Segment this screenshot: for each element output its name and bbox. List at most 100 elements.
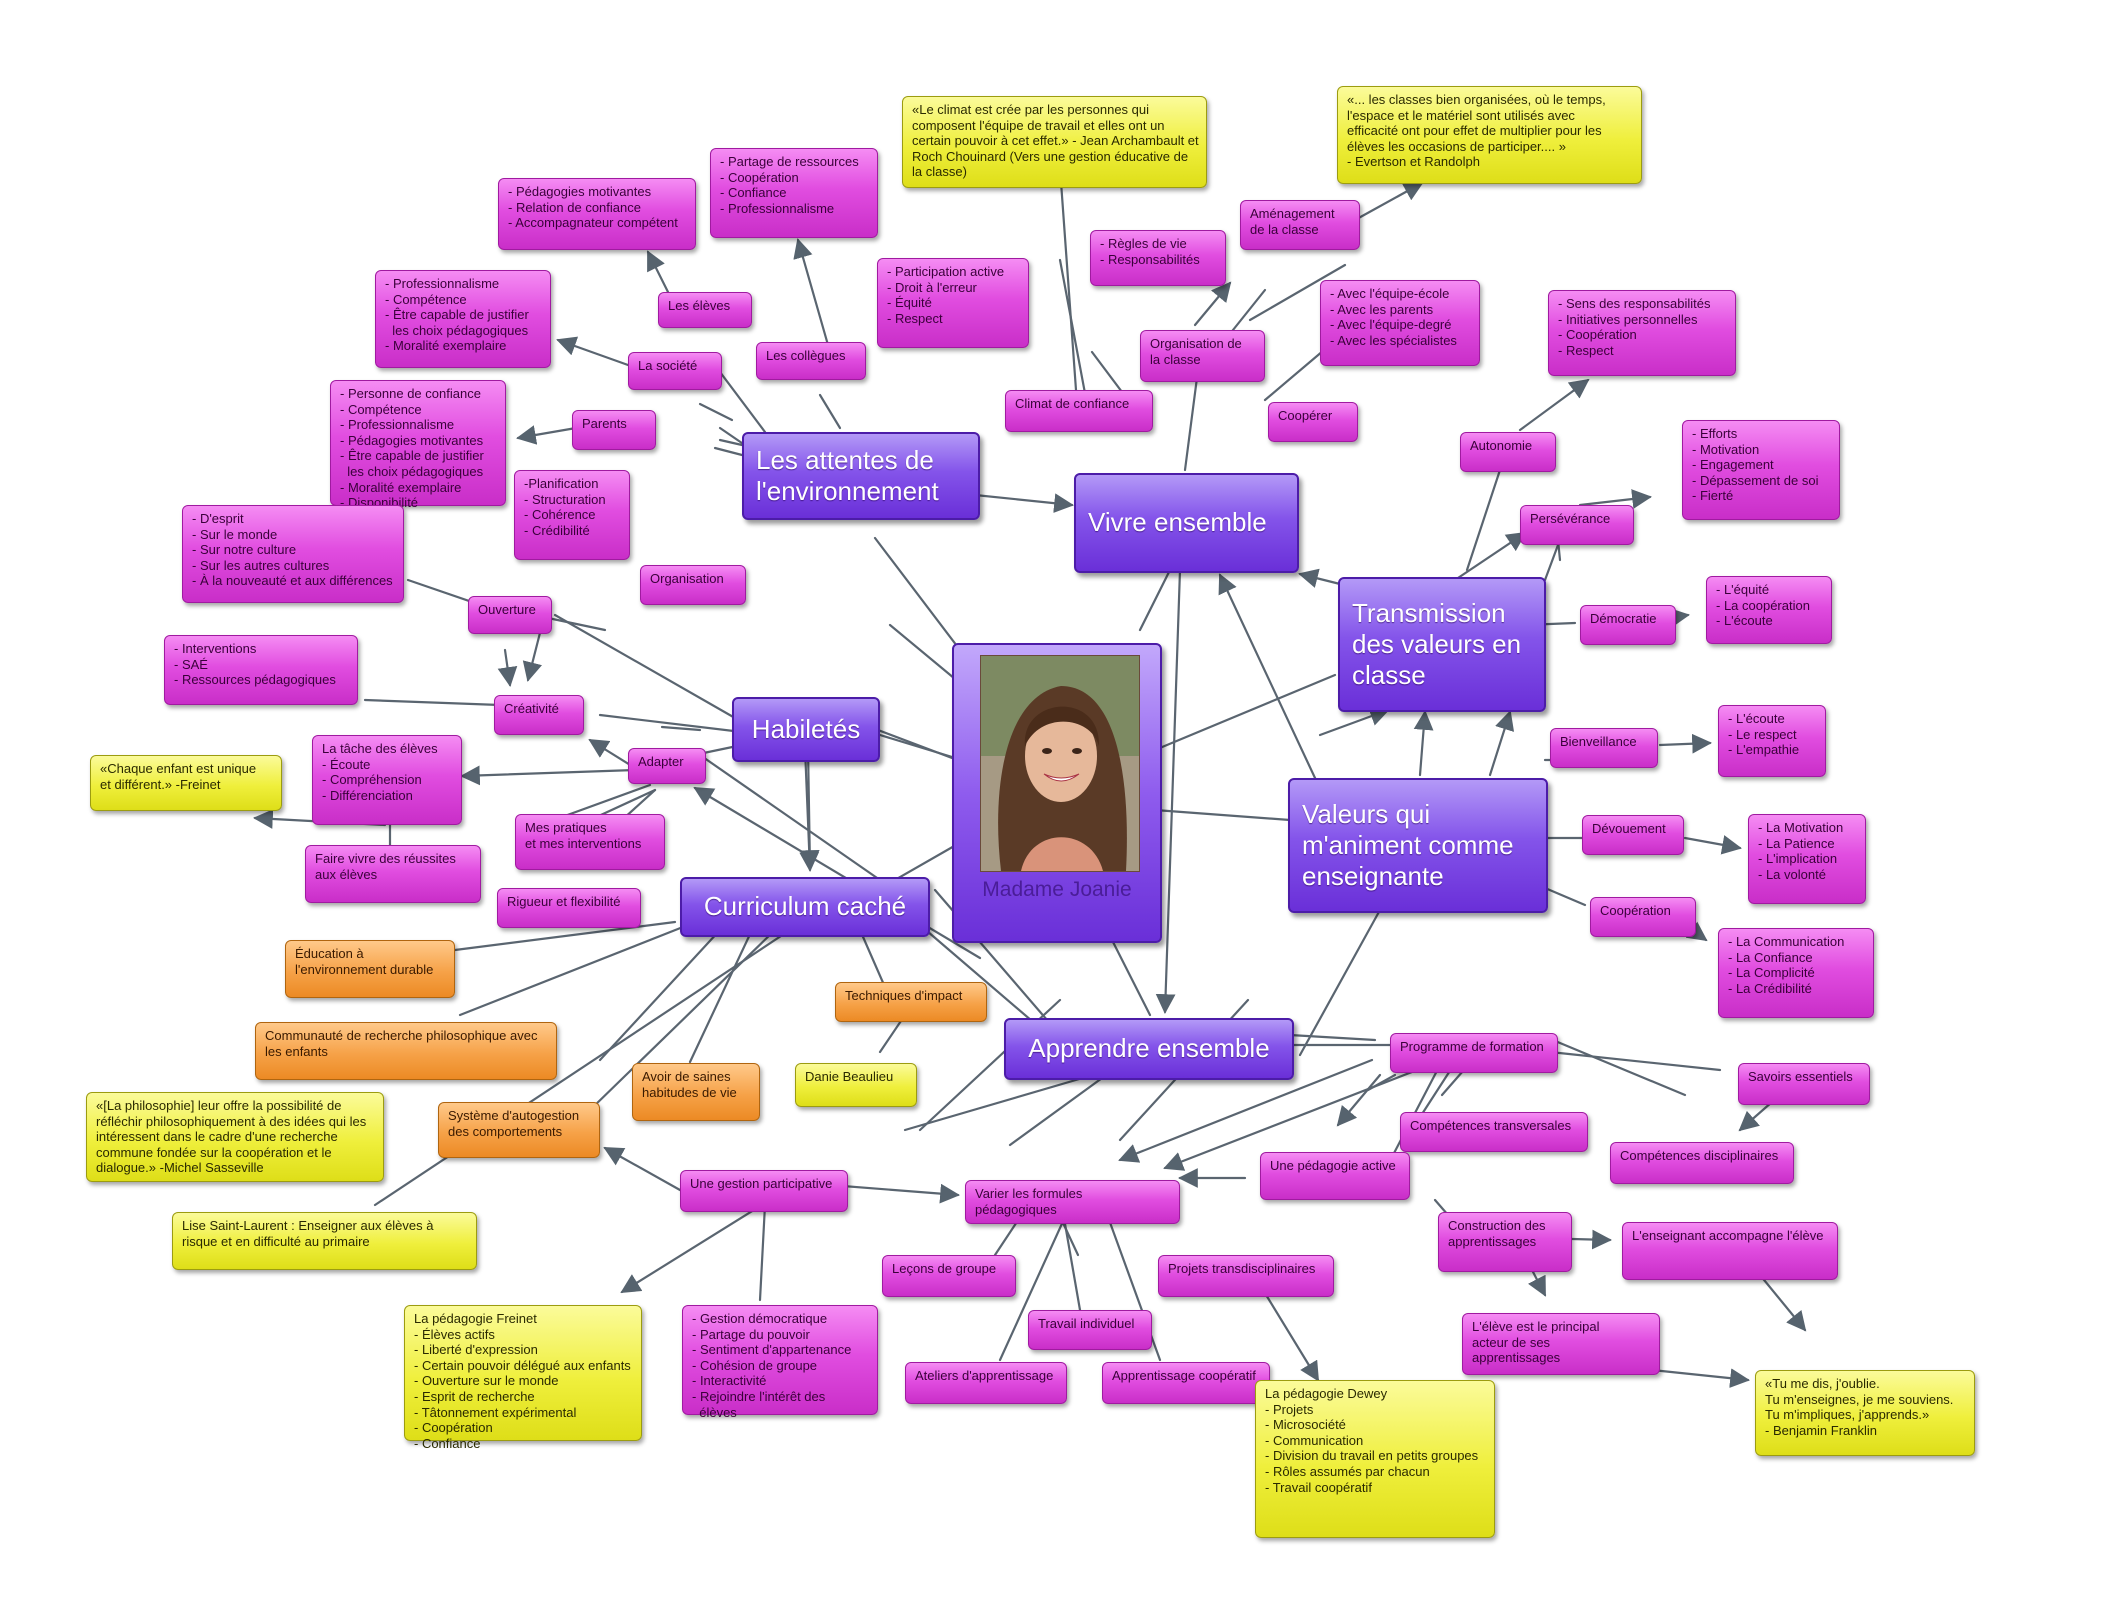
- text-line: - L'équité: [1716, 582, 1770, 597]
- leaf-apprentissage-cooperatif[interactable]: Apprentissage coopératif: [1102, 1362, 1270, 1404]
- leaf-professionnalisme[interactable]: - Professionnalisme - Compétence - Être …: [375, 270, 551, 368]
- main-node-transmission[interactable]: Transmission des valeurs en classe: [1338, 577, 1546, 712]
- leaf-devouement[interactable]: Dévouement: [1582, 815, 1684, 855]
- leaf-ecoute[interactable]: - L'écoute - Le respect - L'empathie: [1718, 705, 1826, 777]
- leaf-esprit[interactable]: - D'esprit - Sur le monde - Sur notre cu…: [182, 505, 404, 603]
- leaf-enseignant-accompagne[interactable]: L'enseignant accompagne l'élève: [1622, 1222, 1838, 1280]
- text-line: - Confiance: [414, 1435, 481, 1451]
- text-line: - Sur les autres cultures: [192, 557, 330, 573]
- text-line: L'élève est le principal: [1472, 1319, 1600, 1334]
- leaf-competences-transversales[interactable]: Compétences transversales: [1400, 1112, 1588, 1152]
- leaf-pedagogie-freinet[interactable]: La pédagogie Freinet - Élèves actifs - L…: [404, 1305, 642, 1451]
- leaf-personne-confiance[interactable]: - Personne de confiance - Compétence - P…: [330, 380, 506, 510]
- text-line: - L'empathie: [1728, 742, 1800, 758]
- leaf-equite[interactable]: - L'équité - La coopération - L'écoute: [1706, 576, 1832, 644]
- leaf-efforts[interactable]: - Efforts - Motivation - Engagement - Dé…: [1682, 420, 1840, 520]
- leaf-partage-ressources[interactable]: - Partage de ressources - Coopération - …: [710, 148, 878, 238]
- text-line: Une pédagogie active: [1270, 1158, 1396, 1173]
- leaf-la-societe[interactable]: La société: [628, 352, 722, 390]
- leaf-cooperation[interactable]: Coopération: [1590, 897, 1696, 937]
- main-node-curriculum[interactable]: Curriculum caché: [680, 877, 930, 937]
- main-node-vivre-ensemble[interactable]: Vivre ensemble: [1074, 473, 1299, 573]
- leaf-autonomie[interactable]: Autonomie: [1460, 432, 1556, 472]
- leaf-gestion-participative[interactable]: Une gestion participative: [680, 1170, 848, 1212]
- leaf-faire-vivre[interactable]: Faire vivre des réussites aux élèves: [305, 845, 481, 903]
- leaf-organisation[interactable]: Organisation: [640, 565, 746, 605]
- leaf-climat-confiance[interactable]: Climat de confiance: [1005, 390, 1153, 432]
- leaf-travail-individuel[interactable]: Travail individuel: [1028, 1310, 1152, 1350]
- leaf-systeme-autogestion[interactable]: Système d'autogestion des comportements: [438, 1102, 600, 1158]
- leaf-lecons-groupe[interactable]: Leçons de groupe: [882, 1255, 1016, 1297]
- leaf-planification[interactable]: -Planification - Structuration - Cohéren…: [514, 470, 630, 560]
- text-line: Les collègues: [766, 348, 846, 363]
- leaf-saines-habitudes[interactable]: Avoir de saines habitudes de vie: [632, 1063, 760, 1121]
- leaf-cooperer[interactable]: Coopérer: [1268, 402, 1358, 442]
- leaf-projets-transdisciplinaires[interactable]: Projets transdisciplinaires: [1158, 1255, 1334, 1297]
- center-node-madame-joanie[interactable]: Madame Joanie: [952, 643, 1162, 943]
- text-line: - Différenciation: [322, 787, 413, 803]
- leaf-pedagogie-dewey[interactable]: La pédagogie Dewey - Projets - Microsoci…: [1255, 1380, 1495, 1538]
- leaf-cooperer-list[interactable]: - Avec l'équipe-école - Avec les parents…: [1320, 280, 1480, 366]
- leaf-danie-beaulieu[interactable]: Danie Beaulieu: [795, 1063, 917, 1107]
- quote-philosophie[interactable]: «[La philosophie] leur offre la possibil…: [86, 1092, 384, 1182]
- main-node-apprendre[interactable]: Apprendre ensemble: [1004, 1018, 1294, 1080]
- quote-evertson[interactable]: «... les classes bien organisées, où le …: [1337, 86, 1642, 184]
- leaf-pedagogie-active[interactable]: Une pédagogie active: [1260, 1152, 1410, 1200]
- leaf-savoirs-essentiels[interactable]: Savoirs essentiels: [1738, 1063, 1870, 1105]
- leaf-interventions[interactable]: - Interventions - SAÉ - Ressources pédag…: [164, 635, 358, 705]
- leaf-participation-active[interactable]: - Participation active - Droit à l'erreu…: [877, 258, 1029, 348]
- leaf-regles-de-vie[interactable]: - Règles de vie - Responsabilités: [1090, 230, 1226, 286]
- leaf-lise-saint-laurent[interactable]: Lise Saint-Laurent : Enseigner aux élève…: [172, 1212, 477, 1270]
- leaf-pedagogies-motivantes[interactable]: - Pédagogies motivantes - Relation de co…: [498, 178, 696, 250]
- leaf-democratie[interactable]: Démocratie: [1580, 605, 1676, 645]
- leaf-bienveillance[interactable]: Bienveillance: [1550, 728, 1658, 768]
- text-line: - Tâtonnement expérimental: [414, 1404, 577, 1420]
- leaf-organisation-classe[interactable]: Organisation de la classe: [1140, 330, 1265, 382]
- leaf-les-collegues[interactable]: Les collègues: [756, 342, 866, 380]
- leaf-sens-responsabilites[interactable]: - Sens des responsabilités - Initiatives…: [1548, 290, 1736, 376]
- text-line: - Efforts: [1692, 426, 1738, 441]
- leaf-les-eleves[interactable]: Les élèves: [658, 292, 752, 328]
- main-node-valeurs[interactable]: Valeurs qui m'animent comme enseignante: [1288, 778, 1548, 913]
- text-line: - Benjamin Franklin: [1765, 1422, 1877, 1438]
- text-line: de la classe: [1250, 221, 1319, 237]
- leaf-creativite[interactable]: Créativité: [494, 695, 584, 735]
- leaf-tache-eleves[interactable]: La tâche des élèves - Écoute - Compréhen…: [312, 735, 462, 825]
- text-line: - Accompagnateur compétent: [508, 215, 678, 231]
- leaf-motivation-list[interactable]: - La Motivation - La Patience - L'implic…: [1748, 814, 1866, 904]
- main-node-habiletes[interactable]: Habiletés: [732, 697, 880, 762]
- leaf-techniques-impact[interactable]: Techniques d'impact: [835, 982, 987, 1022]
- main-node-attentes[interactable]: Les attentes de l'environnement: [742, 432, 980, 520]
- quote-climat[interactable]: «Le climat est crée par les personnes qu…: [902, 96, 1207, 188]
- center-label: Madame Joanie: [982, 878, 1132, 901]
- leaf-ouverture[interactable]: Ouverture: [468, 596, 552, 634]
- quote-franklin[interactable]: «Tu me dis, j'oublie. Tu m'enseignes, je…: [1755, 1370, 1975, 1456]
- leaf-ateliers[interactable]: Ateliers d'apprentissage: [905, 1362, 1067, 1404]
- leaf-rigueur[interactable]: Rigueur et flexibilité: [497, 888, 641, 928]
- leaf-gestion-democratique[interactable]: - Gestion démocratique - Partage du pouv…: [682, 1305, 878, 1420]
- leaf-competences-disciplinaires[interactable]: Compétences disciplinaires: [1610, 1142, 1794, 1184]
- text-line: aux élèves: [315, 866, 378, 882]
- leaf-education-environnement[interactable]: Éducation à l'environnement durable: [285, 940, 455, 998]
- text-line: la classe: [1150, 351, 1201, 367]
- leaf-eleve-principal[interactable]: L'élève est le principal acteur de ses a…: [1462, 1313, 1660, 1375]
- leaf-varier-formules[interactable]: Varier les formules pédagogiques: [965, 1180, 1180, 1224]
- text-line: - Respect: [887, 310, 943, 326]
- leaf-programme-formation[interactable]: Programme de formation: [1390, 1033, 1558, 1073]
- leaf-perseverance[interactable]: Persévérance: [1520, 505, 1634, 545]
- leaf-communaute-philosophique[interactable]: Communauté de recherche philosophique av…: [255, 1022, 557, 1080]
- text-line: - La Confiance: [1728, 949, 1813, 965]
- leaf-parents[interactable]: Parents: [572, 410, 656, 450]
- main-node-curriculum-label: Curriculum caché: [703, 891, 907, 922]
- leaf-construction-apprentissages[interactable]: Construction des apprentissages: [1438, 1212, 1572, 1272]
- leaf-amenagement[interactable]: Aménagement de la classe: [1240, 200, 1360, 250]
- text-line: - Le respect: [1728, 726, 1797, 742]
- leaf-mes-pratiques[interactable]: Mes pratiques et mes interventions: [515, 814, 665, 870]
- leaf-adapter[interactable]: Adapter: [628, 748, 706, 784]
- leaf-communication-list[interactable]: - La Communication - La Confiance - La C…: [1718, 928, 1874, 1018]
- text-line: - Professionnalisme: [720, 200, 835, 216]
- text-line: - Esprit de recherche: [414, 1388, 535, 1404]
- quote-freinet[interactable]: «Chaque enfant est unique et différent.»…: [90, 755, 282, 811]
- text-line: - Être capable de justifier: [340, 448, 484, 464]
